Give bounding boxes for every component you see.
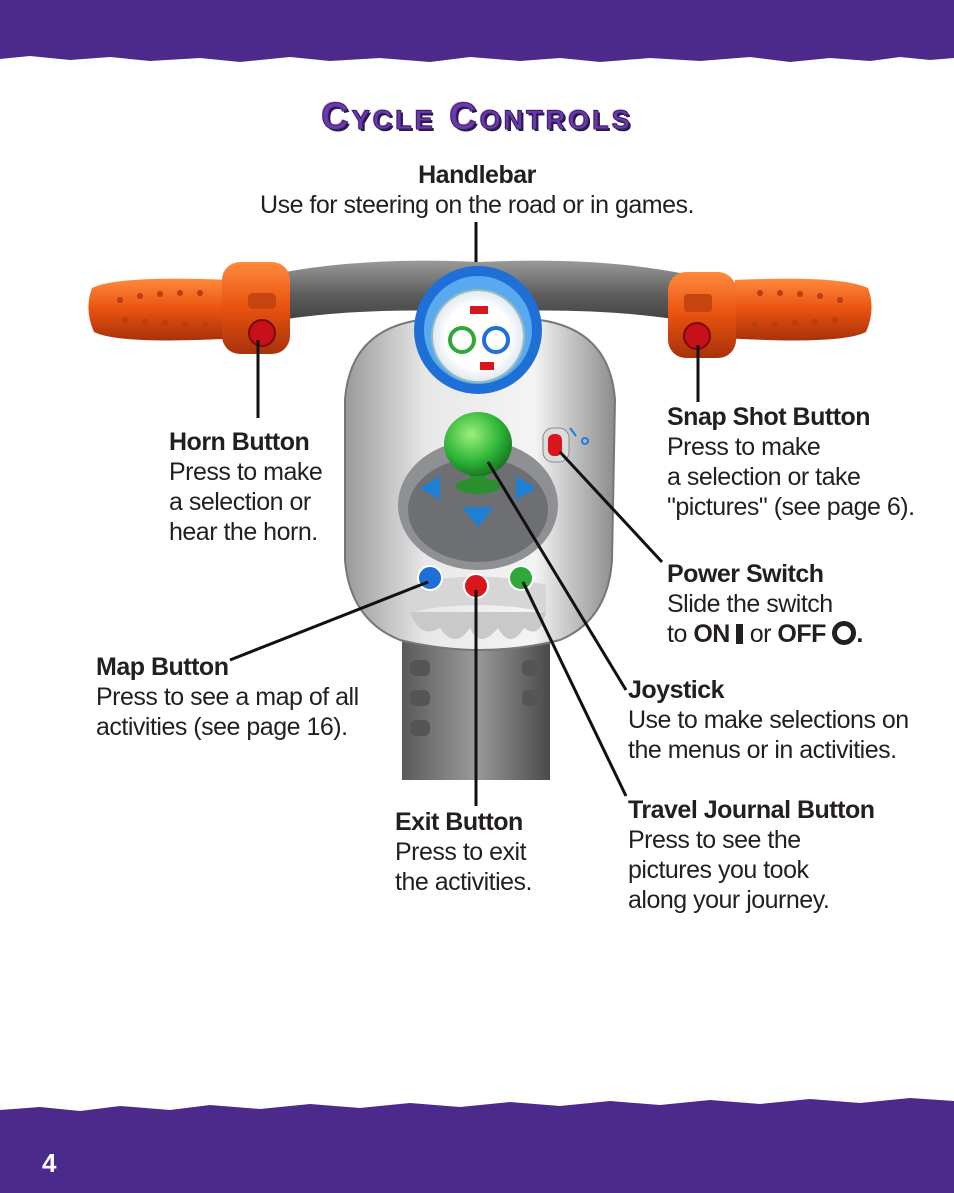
power-or-word: or bbox=[749, 620, 772, 648]
joystick-heading: Joystick bbox=[628, 676, 725, 704]
callout-joystick: Joystick Use to make selections on the m… bbox=[628, 675, 909, 765]
exit-heading: Exit Button bbox=[395, 808, 523, 836]
exit-line-2: the activities. bbox=[395, 868, 533, 896]
journal-line-3: along your journey. bbox=[628, 886, 830, 914]
handlebar-heading: Handlebar bbox=[418, 161, 536, 189]
power-line-2: to ON or OFF . bbox=[667, 619, 863, 649]
power-period: . bbox=[856, 620, 863, 648]
power-to-word: to bbox=[667, 620, 687, 648]
journal-line-1: Press to see the bbox=[628, 826, 801, 854]
page-number: 4 bbox=[42, 1148, 57, 1178]
leader-lines bbox=[229, 222, 700, 806]
horn-line-2: a selection or bbox=[169, 488, 311, 516]
callout-journal: Travel Journal Button Press to see the p… bbox=[628, 795, 875, 915]
power-on-icon bbox=[736, 624, 744, 644]
snapshot-line-1: Press to make bbox=[667, 433, 821, 461]
callout-snapshot: Snap Shot Button Press to make a selecti… bbox=[667, 402, 915, 522]
snapshot-line-2: a selection or take bbox=[667, 463, 861, 491]
joystick-line-2: the menus or in activities. bbox=[628, 736, 897, 764]
map-line-2: activities (see page 16). bbox=[96, 713, 348, 741]
callout-exit: Exit Button Press to exit the activities… bbox=[395, 807, 533, 897]
journal-heading: Travel Journal Button bbox=[628, 796, 875, 824]
power-off-icon bbox=[832, 621, 857, 645]
joystick-line-1: Use to make selections on bbox=[628, 706, 909, 734]
power-heading: Power Switch bbox=[667, 560, 824, 588]
horn-line-3: hear the horn. bbox=[169, 518, 318, 546]
top-purple-band bbox=[0, 0, 954, 62]
callout-map: Map Button Press to see a map of all act… bbox=[96, 652, 359, 742]
bottom-purple-band bbox=[0, 1098, 954, 1193]
exit-line-1: Press to exit bbox=[395, 838, 527, 866]
page-title: Cycle Controls bbox=[321, 96, 633, 139]
horn-heading: Horn Button bbox=[169, 428, 310, 456]
horn-line-1: Press to make bbox=[169, 458, 323, 486]
map-line-1: Press to see a map of all bbox=[96, 683, 359, 711]
snapshot-heading: Snap Shot Button bbox=[667, 403, 871, 431]
power-line-1: Slide the switch bbox=[667, 590, 833, 618]
callout-horn: Horn Button Press to make a selection or… bbox=[169, 427, 323, 547]
callout-power: Power Switch Slide the switch to ON or O… bbox=[667, 559, 863, 649]
power-on-label: ON bbox=[693, 620, 730, 648]
map-heading: Map Button bbox=[96, 653, 229, 681]
power-off-label: OFF bbox=[777, 620, 826, 648]
snapshot-line-3: "pictures" (see page 6). bbox=[667, 493, 915, 521]
handlebar-desc: Use for steering on the road or in games… bbox=[260, 191, 694, 219]
callout-handlebar: Handlebar Use for steering on the road o… bbox=[250, 160, 704, 220]
journal-line-2: pictures you took bbox=[628, 856, 809, 884]
